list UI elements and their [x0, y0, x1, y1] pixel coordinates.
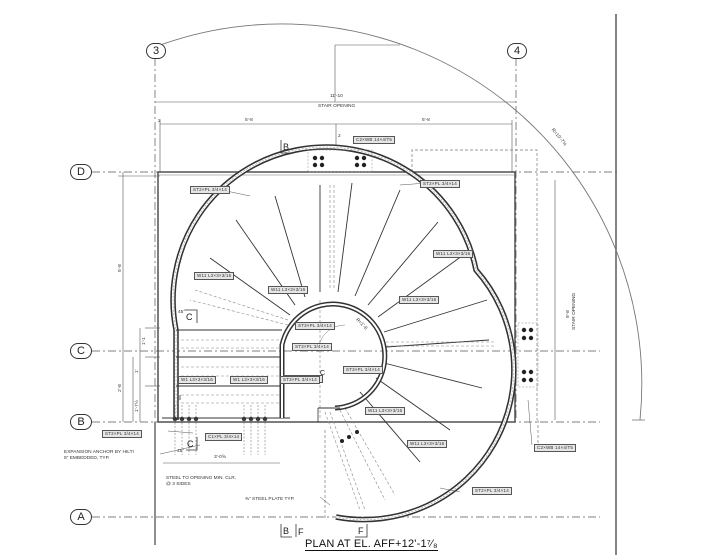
- tag-tread-right-2: W11 L3×3×3/16: [399, 296, 440, 304]
- tag-top-connection: C2×WB 14×4/T5: [353, 136, 396, 144]
- tag-tread-left-1: W11 L3×3×3/16: [194, 272, 235, 280]
- grid-bubble-D: D: [70, 164, 92, 180]
- dim-left-lower: 2'-8: [118, 384, 123, 392]
- tag-landing-1: W1 L3×3×3/16: [178, 376, 216, 384]
- tag-bottom-inner: W11 L3×3×3/16: [365, 407, 406, 415]
- grid-bubble-C: C: [70, 343, 92, 359]
- dim-vertical-label: STAIR OPENING: [572, 292, 577, 330]
- section-marker-c-right: C: [320, 370, 326, 377]
- landing: [162, 329, 290, 419]
- tag-landing-stringer-left: ST2×PL 3/4×14: [102, 430, 142, 438]
- dim-landing-width: 3'-0⅝: [214, 455, 226, 460]
- dim-small-left: 2: [158, 119, 161, 124]
- dim-left-segment: 5'-8: [245, 118, 253, 123]
- section-marker-b-bottom: B: [283, 526, 290, 536]
- dim-left-vertical: 5'-8: [118, 264, 123, 272]
- tag-inner-stringer-1: ST3×PL 3/4×14: [295, 322, 335, 330]
- tag-tread-right-1: W11 L3×3×3/16: [433, 250, 474, 258]
- dim-sub-3: 1'-7½: [135, 400, 140, 412]
- tag-tread-left-2: W11 L3×3×3/16: [268, 286, 309, 294]
- grid-bubble-4: 4: [507, 43, 527, 59]
- treads: [209, 182, 490, 463]
- note-expansion-anchor: EXPANSION ANCHOR BY HILTI 5" EMBEDDED, T…: [64, 450, 134, 461]
- tag-stringer-top-right: ST2×PL 3/4×14: [420, 180, 460, 188]
- section-marker-b-top: B: [283, 142, 290, 152]
- grid-bubble-3: 3: [146, 43, 166, 59]
- dim-vertical-overall: 9'-8: [566, 310, 571, 318]
- dim-right-segment: 5'-8: [422, 118, 430, 123]
- section-angle-upper: 45°: [178, 310, 186, 315]
- tag-landing-2: W1 L3×3×3/16: [230, 376, 268, 384]
- tag-bottom-right-stringer: ST2×PL 3/4×14: [472, 487, 512, 495]
- tag-right-connection: C2×WB 14×4/T5: [534, 444, 577, 452]
- section-angle-lower: 45°: [177, 449, 185, 454]
- tag-stringer-top-left: ST2×PL 3/4×14: [190, 186, 230, 194]
- dim-sub-2: 1': [135, 369, 140, 373]
- grid-bubble-A: A: [70, 509, 92, 525]
- tag-anchor: C1×PL 3/4×14: [205, 433, 243, 441]
- dim-overall-width: 11'-10: [330, 94, 343, 99]
- note-steel-plate: ⅜" STEEL PLATE TYP.: [245, 497, 295, 502]
- note-steel-opening: STEEL TO OPENING MIN. CLR. @ 3 SIDES: [166, 476, 237, 487]
- section-marker-f-right: F: [358, 526, 364, 536]
- drawing-title: PLAN AT EL. AFF+12'-1⁷⁄₈: [305, 538, 438, 551]
- tag-inner-stringer-3: ST3×PL 3/4×14: [343, 366, 383, 374]
- dim-small-top: 2: [338, 134, 341, 139]
- tag-bottom-right-tread: W11 L3×3×3/16: [407, 440, 448, 448]
- section-marker-c-lower: C: [187, 439, 194, 449]
- grid-bubble-B: B: [70, 414, 92, 430]
- anchor-bolts: [172, 416, 268, 422]
- dim-overall-width-label: STAIR OPENING: [318, 104, 356, 109]
- tag-landing-3: ST3×PL 3/4×14: [280, 376, 320, 384]
- dim-sub-1: 1'-1: [142, 337, 147, 345]
- section-marker-c-upper: C: [186, 312, 193, 322]
- tag-inner-stringer-2: ST3×PL 3/4×14: [292, 343, 332, 351]
- section-marker-f-left: F: [298, 527, 304, 537]
